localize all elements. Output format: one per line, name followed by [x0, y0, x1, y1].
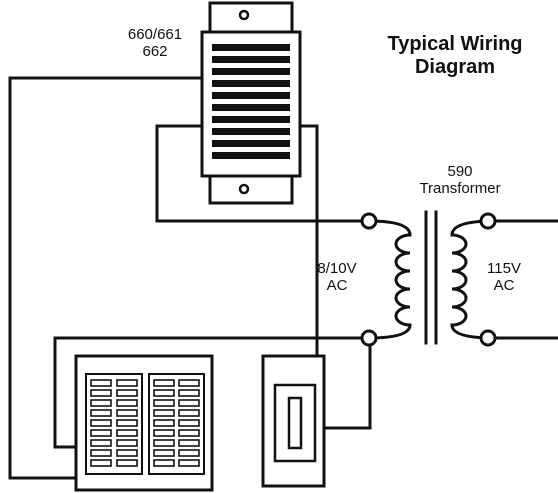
transformer-label: 590 Transformer — [395, 163, 525, 198]
wire-outer-loop — [8, 76, 210, 480]
pushbutton-panel-right — [148, 373, 205, 475]
device-model-line1: 660/661 — [127, 26, 183, 43]
transformer — [360, 210, 497, 347]
device-grille — [212, 44, 290, 159]
title-line1: Typical Wiring — [387, 33, 523, 55]
device-model-label: 660/661 662 — [100, 26, 210, 61]
pushbutton-station — [74, 354, 214, 492]
primary-voltage-label: 115V AC — [474, 260, 534, 295]
secondary-voltage-type: AC — [326, 277, 348, 295]
primary-voltage-value: 115V — [487, 260, 521, 277]
terminal-primary-top — [479, 212, 497, 230]
device-screw-bottom — [238, 183, 250, 195]
wires — [8, 76, 558, 480]
door-switch-slot — [287, 396, 303, 450]
secondary-coil — [366, 219, 412, 340]
door-switch-plate — [273, 383, 317, 463]
pushbutton-keys — [90, 379, 200, 467]
terminal-secondary-top — [360, 212, 378, 230]
device-model-line2: 662 — [142, 43, 168, 61]
transformer-number: 590 — [447, 163, 473, 180]
terminal-primary-bottom — [479, 329, 497, 347]
device-screw-top — [238, 9, 250, 21]
terminal-secondary-bottom — [360, 329, 378, 347]
secondary-voltage-label: 8/10V AC — [307, 260, 367, 295]
wire-device-to-switch — [292, 124, 319, 358]
pushbutton-panel-left — [85, 373, 143, 475]
transformer-name: Transformer — [419, 180, 501, 198]
wire-secondary-to-switch — [322, 343, 372, 430]
wire-device-to-secondary-top — [155, 124, 370, 223]
diagram-title: Typical Wiring Diagram — [355, 33, 555, 79]
door-switch — [261, 354, 326, 488]
wire-secondary-bottom-to-button — [53, 336, 370, 449]
secondary-voltage-value: 8/10V — [317, 260, 357, 277]
primary-voltage-type: AC — [493, 277, 515, 295]
chime-device — [200, 1, 302, 205]
title-line2: Diagram — [414, 56, 496, 78]
